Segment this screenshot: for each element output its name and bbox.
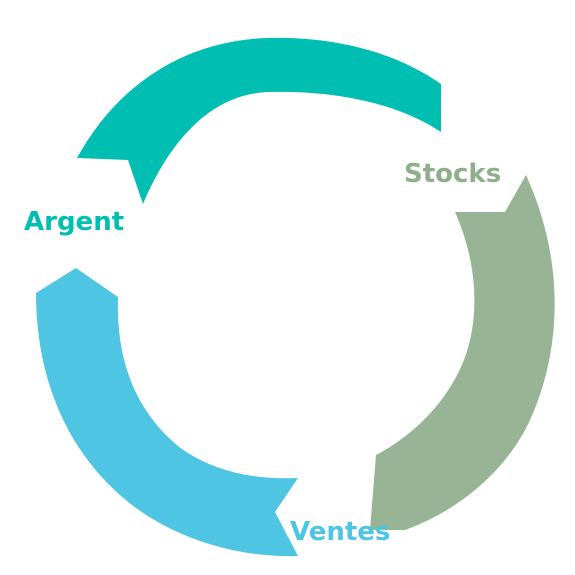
segment-ventes-to-argent [36, 268, 298, 557]
segment-argent-to-stocks [77, 37, 441, 205]
label-ventes: Ventes [290, 517, 390, 547]
label-stocks: Stocks [404, 159, 501, 189]
label-argent: Argent [24, 207, 124, 237]
segment-stocks-to-ventes [370, 175, 555, 530]
